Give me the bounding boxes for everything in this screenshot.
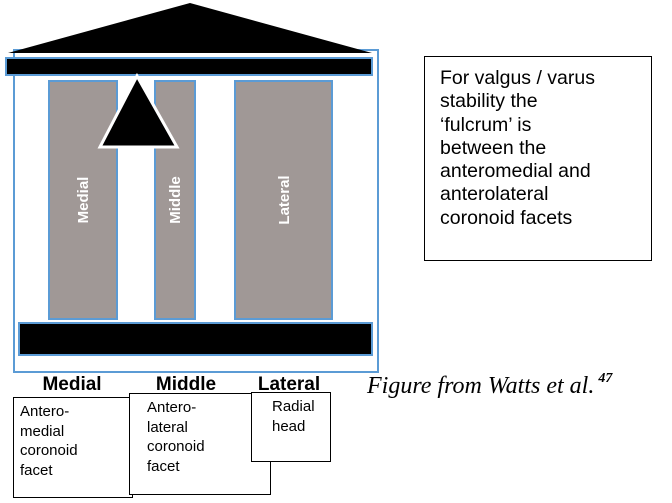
medial-column: [48, 80, 118, 320]
medial-column-label: Medial: [75, 177, 92, 224]
callout-text: For valgus / varus stability the ‘fulcru…: [440, 67, 595, 229]
base-label-medial: Medial: [42, 374, 101, 395]
lateral-label-box: Radial head: [251, 392, 331, 462]
roof-pediment: [8, 3, 372, 53]
lateral-label-text: Radial head: [272, 398, 315, 435]
roof-beam: [5, 57, 373, 76]
lateral-column-label: Lateral: [276, 175, 293, 224]
medial-label-text: Antero- medial coronoid facet: [20, 403, 78, 479]
fulcrum-triangle: [97, 72, 180, 149]
medial-label-box: Antero- medial coronoid facet: [13, 397, 133, 498]
middle-label-box: Antero- lateral coronoid facet: [129, 393, 271, 495]
base-label-lateral: Lateral: [258, 374, 320, 395]
figure-citation: Figure from Watts et al.47: [367, 371, 612, 400]
fulcrum-callout-box: For valgus / varus stability the ‘fulcru…: [424, 56, 652, 261]
citation-reference: 47: [598, 371, 613, 386]
citation-text: Figure from Watts et al.: [367, 373, 595, 399]
base-beam: [18, 322, 373, 356]
middle-column-label: Middle: [167, 176, 184, 224]
middle-label-text: Antero- lateral coronoid facet: [147, 399, 205, 475]
lateral-column: [234, 80, 333, 320]
base-label-middle: Middle: [156, 374, 216, 395]
